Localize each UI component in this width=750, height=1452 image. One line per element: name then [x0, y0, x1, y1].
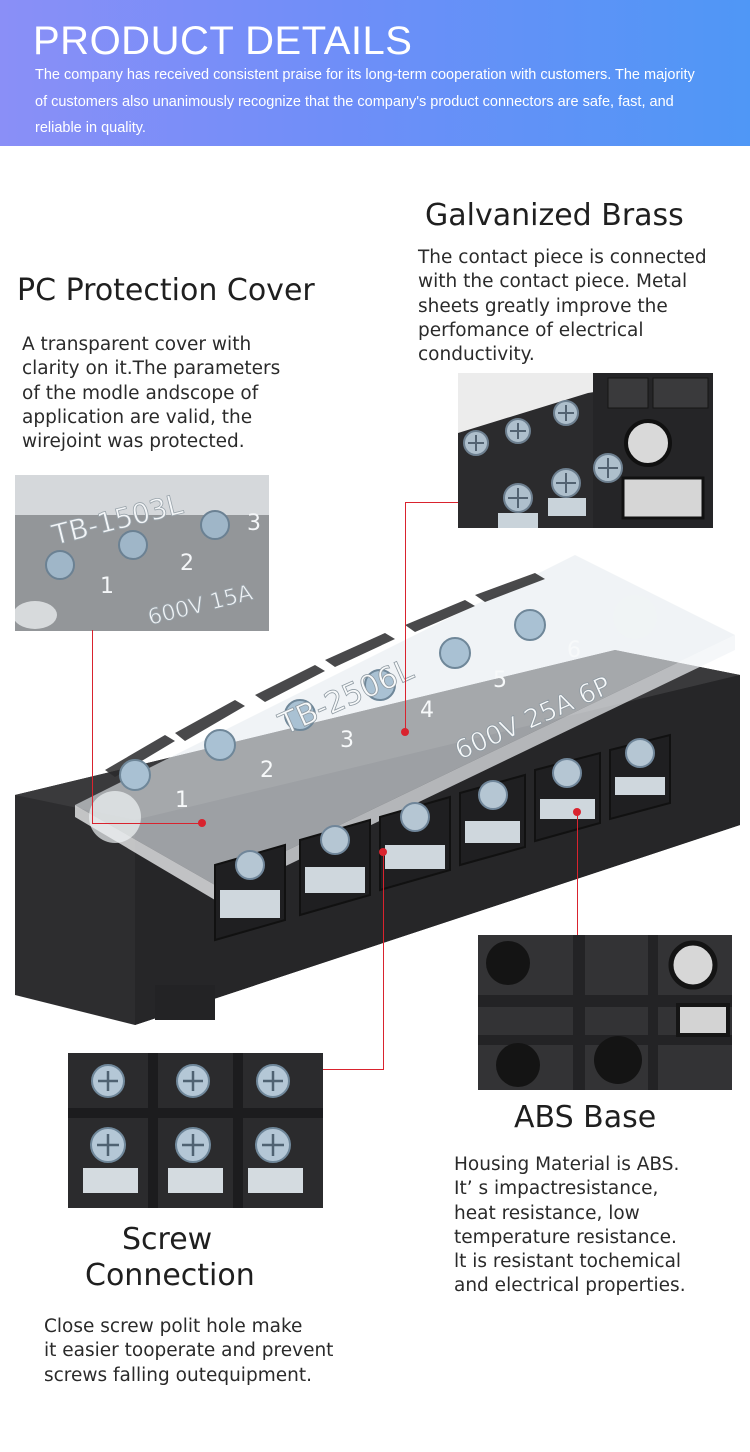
cover-number-1: 1	[175, 788, 189, 813]
closeup-number-1: 1	[100, 574, 114, 599]
cover-callout-line	[92, 630, 93, 823]
page-description: The company has received consistent prai…	[35, 67, 695, 136]
brass-closeup-image	[458, 373, 713, 528]
brass-text: The contact piece is connected with the …	[418, 247, 707, 366]
cover-number-2: 2	[260, 758, 274, 783]
abs-closeup-image	[478, 935, 732, 1090]
cover-closeup-image: TB-1503L 600V 15A 1 2 3	[15, 475, 269, 631]
cover-number-3: 3	[340, 728, 354, 753]
cover-number-6: 6	[567, 638, 581, 663]
page-title: PRODUCT DETAILS	[33, 19, 413, 63]
screw-callout-line	[383, 852, 384, 1070]
brass-callout-line	[405, 502, 406, 732]
brass-callout-dot	[401, 728, 409, 736]
cover-number-5: 5	[493, 668, 507, 693]
header-banner: PRODUCT DETAILS The company has received…	[0, 0, 750, 146]
cover-title: PC Protection Cover	[17, 273, 315, 308]
brass-callout-line-h	[405, 502, 458, 503]
abs-title: ABS Base	[514, 1100, 657, 1135]
cover-number-4: 4	[420, 698, 434, 723]
cover-callout-line-h	[92, 823, 202, 824]
screw-title-line2: Connection	[85, 1258, 255, 1293]
screw-title-line1: Screw	[122, 1222, 213, 1257]
cover-text: A transparent cover with clarity on it.T…	[22, 334, 281, 453]
screw-callout-dot	[379, 848, 387, 856]
abs-callout-dot	[573, 808, 581, 816]
abs-callout-line	[577, 812, 578, 935]
screw-closeup-image	[68, 1053, 323, 1208]
terminal-block-main-image: TB-2506L 600V 25A 6P 1 2 3 4 5 6	[15, 555, 740, 1025]
cover-callout-dot	[198, 819, 206, 827]
closeup-number-2: 2	[180, 551, 194, 576]
screw-callout-line-h	[322, 1069, 384, 1070]
brass-title: Galvanized Brass	[425, 198, 684, 233]
closeup-number-3: 3	[247, 511, 261, 536]
abs-text: Housing Material is ABS. It’ s impactres…	[454, 1154, 686, 1297]
screw-text: Close screw polit hole make it easier to…	[44, 1316, 334, 1386]
